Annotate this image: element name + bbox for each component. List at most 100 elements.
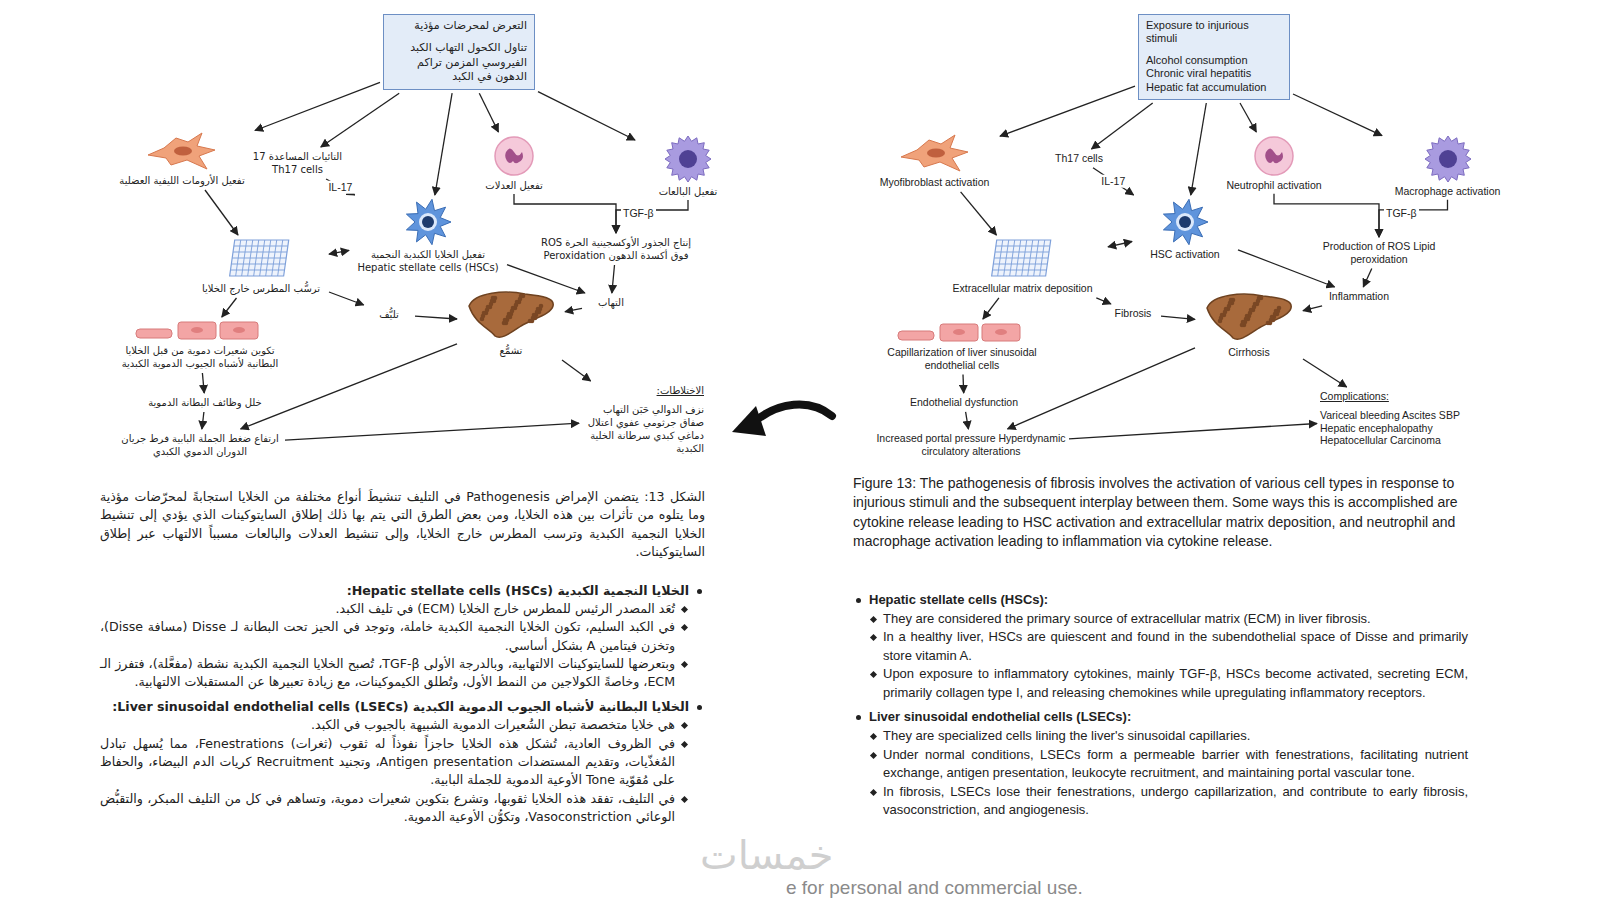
bullet-heading: Liver sinusoidal endothelial cells (LSEC… <box>853 708 1468 727</box>
complications-list: الاختلاطات:نزف الدوالي حَبَن التهاب صفاق… <box>582 384 704 455</box>
text-node: Fibrosis <box>1108 307 1158 320</box>
connector <box>479 93 498 132</box>
icon-wrap <box>878 322 1046 344</box>
edge-label: IL-17 <box>1099 175 1127 188</box>
icon-wrap <box>872 132 997 174</box>
section-heading: الخلايا البطانية لأشباه الجيوب الدموية ا… <box>100 698 689 716</box>
cell-node: تكوين شعيرات دموية من قبل الخلايا البطان… <box>118 320 282 370</box>
bullet-dot <box>697 589 702 594</box>
watermark: خمسات <box>700 832 833 878</box>
cell-icon <box>1203 290 1295 344</box>
figure-caption: Figure 13: The pathogenesis of fibrosis … <box>853 474 1468 551</box>
text-node: خلل وظائف البطانة الدموية <box>138 396 272 409</box>
bullet-text: هي خلايا متخصصة تبطن الشُعيرات الدموية ا… <box>100 716 675 734</box>
cell-icon <box>134 320 266 342</box>
bullet-diamond <box>681 796 688 803</box>
bullet-text: They are considered the primary source o… <box>883 610 1468 629</box>
bullet-item: في الظروف العادية، تُشكل هذه الخلايا حاج… <box>100 735 705 790</box>
connector <box>1303 306 1322 311</box>
cell-icon <box>987 238 1059 280</box>
node-label: ترسُّب المطرس خارج الخلايا <box>196 282 326 295</box>
node-heading: الاختلاطات: <box>582 384 704 397</box>
bullet-item: وبتعرضها للسايتوكينات الالتهابية، وبالدر… <box>100 655 705 692</box>
icon-wrap <box>466 135 562 177</box>
bullet-text: Under normal conditions, LSECs form a pe… <box>883 746 1468 783</box>
connector <box>222 298 237 317</box>
text-node: التهاب <box>585 296 637 309</box>
icon-wrap <box>460 288 562 342</box>
icon-wrap <box>112 130 252 172</box>
cell-node: تفعيل البالعات <box>638 135 738 198</box>
bullet-item: In fibrosis, LSECs lose their fenestrati… <box>853 783 1468 820</box>
node-label: تفعيل العدلات <box>466 179 562 192</box>
node-label: Endothelial dysfunction <box>898 396 1030 409</box>
node-label: Capillarization of liver sinusoidal endo… <box>878 346 1046 372</box>
bullet-diamond <box>870 616 877 623</box>
cell-icon <box>1253 135 1295 177</box>
bullet-dot <box>856 715 861 720</box>
bullet-diamond <box>870 752 877 759</box>
icon-wrap <box>1198 290 1300 344</box>
bullet-diamond <box>681 606 688 613</box>
bullet-item: Upon exposure to inflammatory cytokines,… <box>853 665 1468 702</box>
cell-icon <box>664 135 712 183</box>
node-heading: التعرض لمحرضات مؤذية <box>391 19 527 33</box>
connector <box>1093 168 1134 195</box>
watermark: e for personal and commercial use. <box>786 877 1083 899</box>
icon-wrap <box>118 320 282 342</box>
bullet-item: Under normal conditions, LSECs form a pe… <box>853 746 1468 783</box>
connector <box>1069 424 1317 439</box>
arabic-text-column: الشكل 13: يتضمن الإمراض Pathogenesis في … <box>100 488 705 826</box>
complications-list: Complications:Variceal bleeding Ascites … <box>1320 390 1472 447</box>
bullet-item: تُعَد المصدر الرئيس للمطرس خارج الخلايا … <box>100 600 705 618</box>
connector <box>1238 250 1335 287</box>
node-label: Cirrhosis <box>1198 346 1300 359</box>
connector <box>1363 269 1372 287</box>
cell-node: Macrophage activation <box>1385 135 1510 198</box>
node-label: Production of ROS Lipid peroxidation <box>1318 240 1440 266</box>
cell-icon <box>899 132 971 174</box>
icon-wrap <box>196 238 326 280</box>
node-label: Th17 cells <box>1046 152 1112 165</box>
node-label: Increased portal pressure Hyperdynamic c… <box>876 432 1066 458</box>
connector <box>966 412 969 429</box>
connector <box>241 344 457 429</box>
icon-wrap <box>1135 198 1235 246</box>
connector <box>983 298 999 319</box>
bullet-dot <box>697 705 702 710</box>
connector <box>1240 103 1256 132</box>
text-node: Inflammation <box>1318 290 1400 303</box>
node-label: التائيات المساعدة 17 Th17 cells <box>250 150 345 176</box>
node-label: Fibrosis <box>1108 307 1158 320</box>
bullet-diamond <box>681 740 688 747</box>
edge-label: TGF-β <box>1384 207 1419 220</box>
node-label: تفعيل البالعات <box>638 185 738 198</box>
cell-node: Neutrophil activation <box>1218 135 1330 192</box>
connector <box>616 200 688 233</box>
bullet-text: في الظروف العادية، تُشكل هذه الخلايا حاج… <box>100 735 675 790</box>
connector <box>562 360 591 381</box>
node-label: HSC activation <box>1135 248 1235 261</box>
connector <box>612 265 615 293</box>
node-label: Inflammation <box>1318 290 1400 303</box>
process-box: التعرض لمحرضات مؤذيةتناول الكحول التهاب … <box>383 14 535 90</box>
node-heading: Exposure to injurious stimuli <box>1146 19 1282 46</box>
edge-label: TGF-β <box>621 207 656 220</box>
icon-wrap <box>940 238 1105 280</box>
node-label: Myofibroblast activation <box>872 176 997 189</box>
section-heading: الخلايا النجمية الكبدية Hepatic stellate… <box>100 582 689 600</box>
icon-wrap <box>1385 135 1510 183</box>
cell-icon <box>493 135 535 177</box>
bullet-heading: الخلايا النجمية الكبدية Hepatic stellate… <box>100 582 705 600</box>
cell-node: Capillarization of liver sinusoidal endo… <box>878 322 1046 372</box>
connector <box>1274 194 1379 237</box>
bullet-text: In a healthy liver, HSCs are quiescent a… <box>883 628 1468 665</box>
connector <box>1293 94 1382 136</box>
node-label: تفعيل الأرومات الليفية العضلية <box>112 174 252 187</box>
connector <box>329 250 349 254</box>
connector <box>1191 103 1207 195</box>
node-label: تليُّف <box>366 308 412 321</box>
bullet-text: Upon exposure to inflammatory cytokines,… <box>883 665 1468 702</box>
connector <box>326 179 355 195</box>
